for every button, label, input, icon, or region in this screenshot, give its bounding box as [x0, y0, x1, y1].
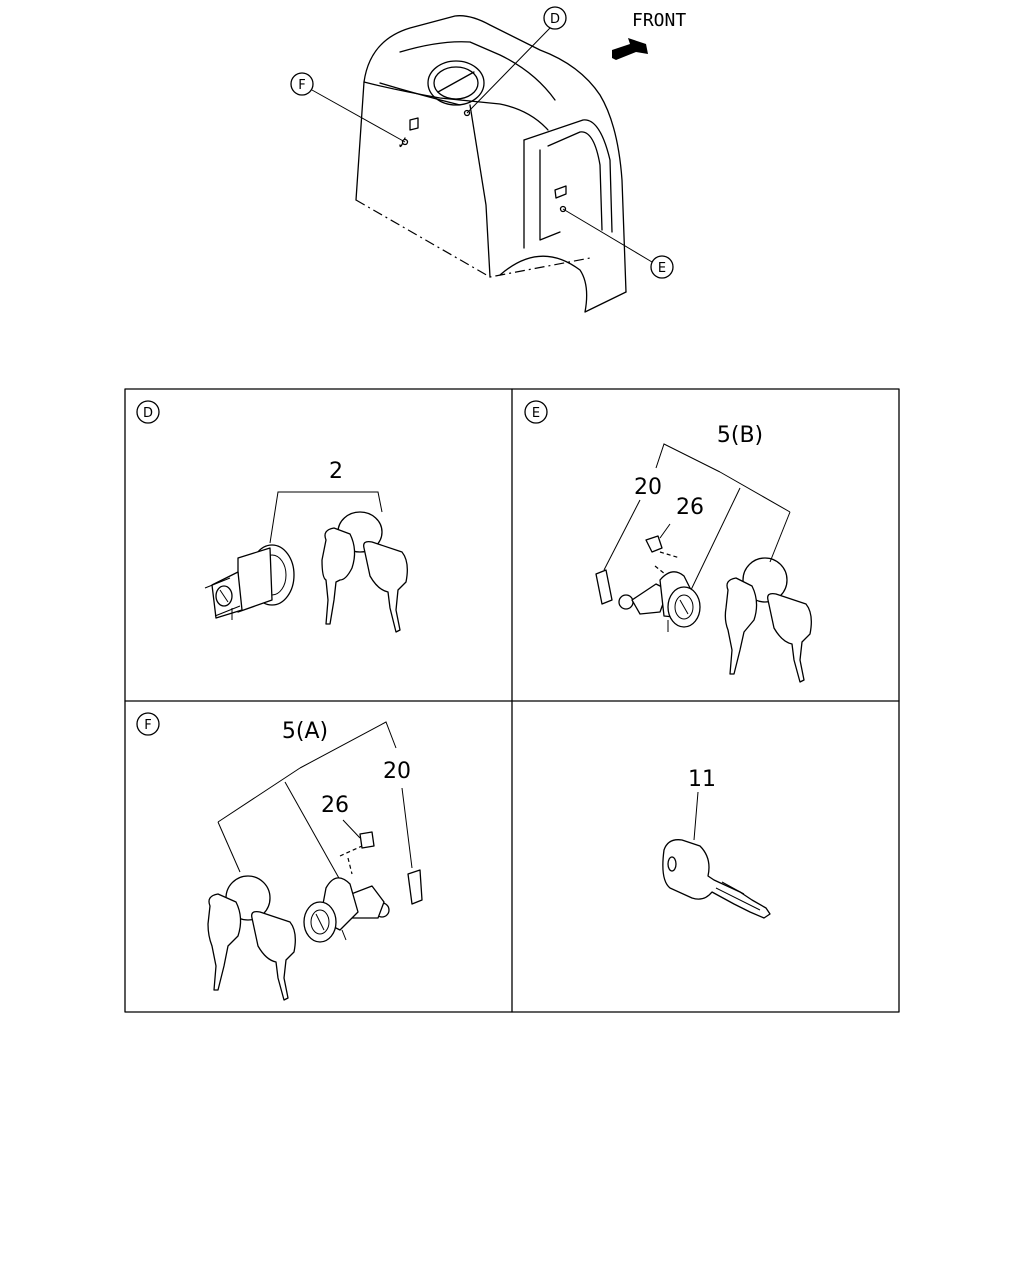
- part-label-11: 11: [688, 767, 716, 792]
- key-pair-e: [724, 557, 812, 683]
- part-label-20-e: 20: [634, 475, 662, 500]
- part-label-2: 2: [329, 459, 343, 484]
- part-label-26-e: 26: [676, 495, 704, 520]
- svg-text:F: F: [298, 78, 305, 93]
- front-arrow-icon: [612, 38, 648, 60]
- part-label-20-f: 20: [383, 759, 411, 784]
- key-blank: [662, 839, 771, 919]
- panel-d-label: D: [143, 406, 153, 421]
- callout-d: D: [466, 6, 567, 114]
- panel-e: E 5(B) 20 26: [524, 400, 812, 683]
- part-label-5a: 5(A): [282, 719, 328, 744]
- part-label-5b: 5(B): [717, 423, 763, 448]
- callout-f: F: [290, 72, 406, 143]
- cab-body: [355, 15, 627, 313]
- panel-e-label: E: [532, 406, 540, 421]
- door-lock-f: [303, 831, 423, 943]
- door-lock-e: [595, 535, 701, 632]
- cab-overview: FRONT D F E: [290, 6, 686, 313]
- panel-f: F 5(A) 20 26: [136, 712, 423, 1001]
- front-direction-indicator: FRONT: [612, 10, 686, 60]
- panel-d: D 2: [136, 400, 408, 633]
- callout-e: E: [562, 208, 674, 279]
- svg-text:E: E: [658, 261, 666, 276]
- key-pair-d: [321, 511, 408, 633]
- ignition-lock-cylinder: [204, 544, 295, 620]
- panel-f-label: F: [144, 718, 151, 733]
- svg-text:D: D: [550, 12, 560, 27]
- detail-grid: [124, 388, 900, 1013]
- panel-key-blank: 11: [662, 767, 771, 919]
- key-pair-f: [207, 875, 296, 1001]
- front-label: FRONT: [632, 10, 686, 31]
- part-label-26-f: 26: [321, 793, 349, 818]
